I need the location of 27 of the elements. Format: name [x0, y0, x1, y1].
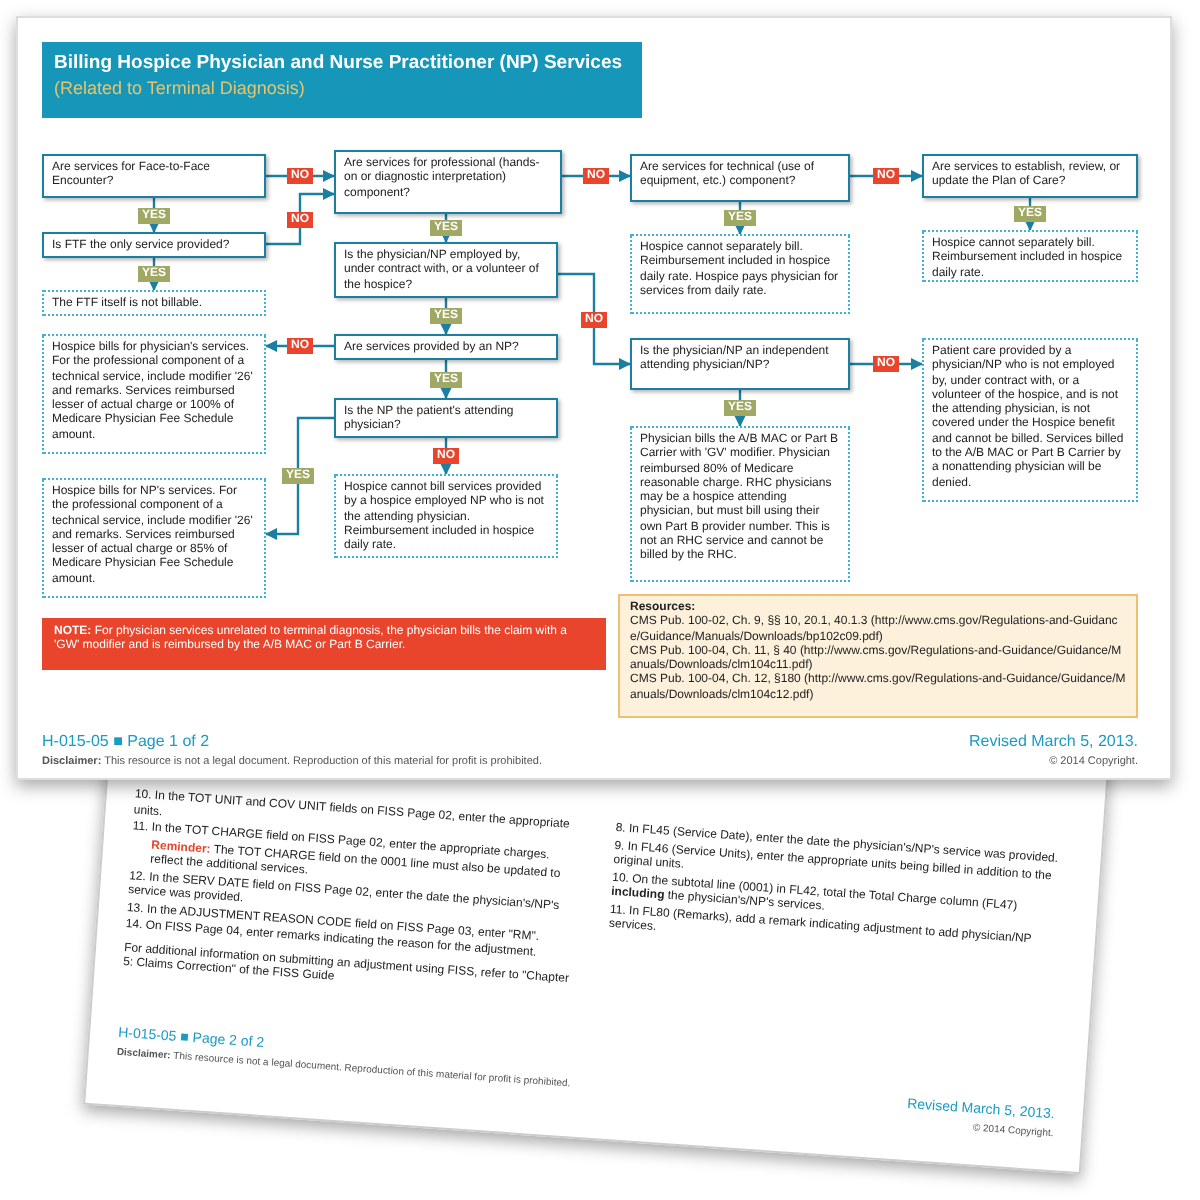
flow-arrow [265, 416, 334, 540]
outcome-box [922, 338, 1138, 502]
outcome-box [334, 474, 558, 558]
flow-arrow [148, 198, 160, 233]
decision-box [334, 150, 562, 214]
outcome-box [42, 478, 266, 598]
decision-box [630, 338, 850, 390]
decision-box [922, 154, 1138, 198]
revision-date: Revised March 5, 2013. [969, 730, 1138, 754]
subtitle: (Related to Terminal Diagnosis) [54, 76, 307, 100]
decision-box [334, 398, 558, 438]
outcome-box [42, 334, 266, 454]
page-number: H-015-05 ■ Page 1 of 2 [42, 730, 210, 754]
title: Billing Hospice Physician and Nurse Practitioner (NP) Services [54, 52, 625, 76]
note-box [42, 618, 606, 670]
decision-box [334, 242, 558, 298]
decision-box [334, 334, 558, 360]
outcome-box [42, 290, 266, 316]
outcome-box [630, 234, 850, 314]
resources-box [618, 594, 1138, 718]
outcome-box [630, 426, 850, 582]
flow-arrow [558, 272, 631, 370]
decision-box [42, 154, 266, 198]
decision-box [630, 154, 850, 202]
decision-box [42, 232, 266, 258]
outcome-box [922, 230, 1138, 282]
flow-arrow [266, 188, 335, 246]
